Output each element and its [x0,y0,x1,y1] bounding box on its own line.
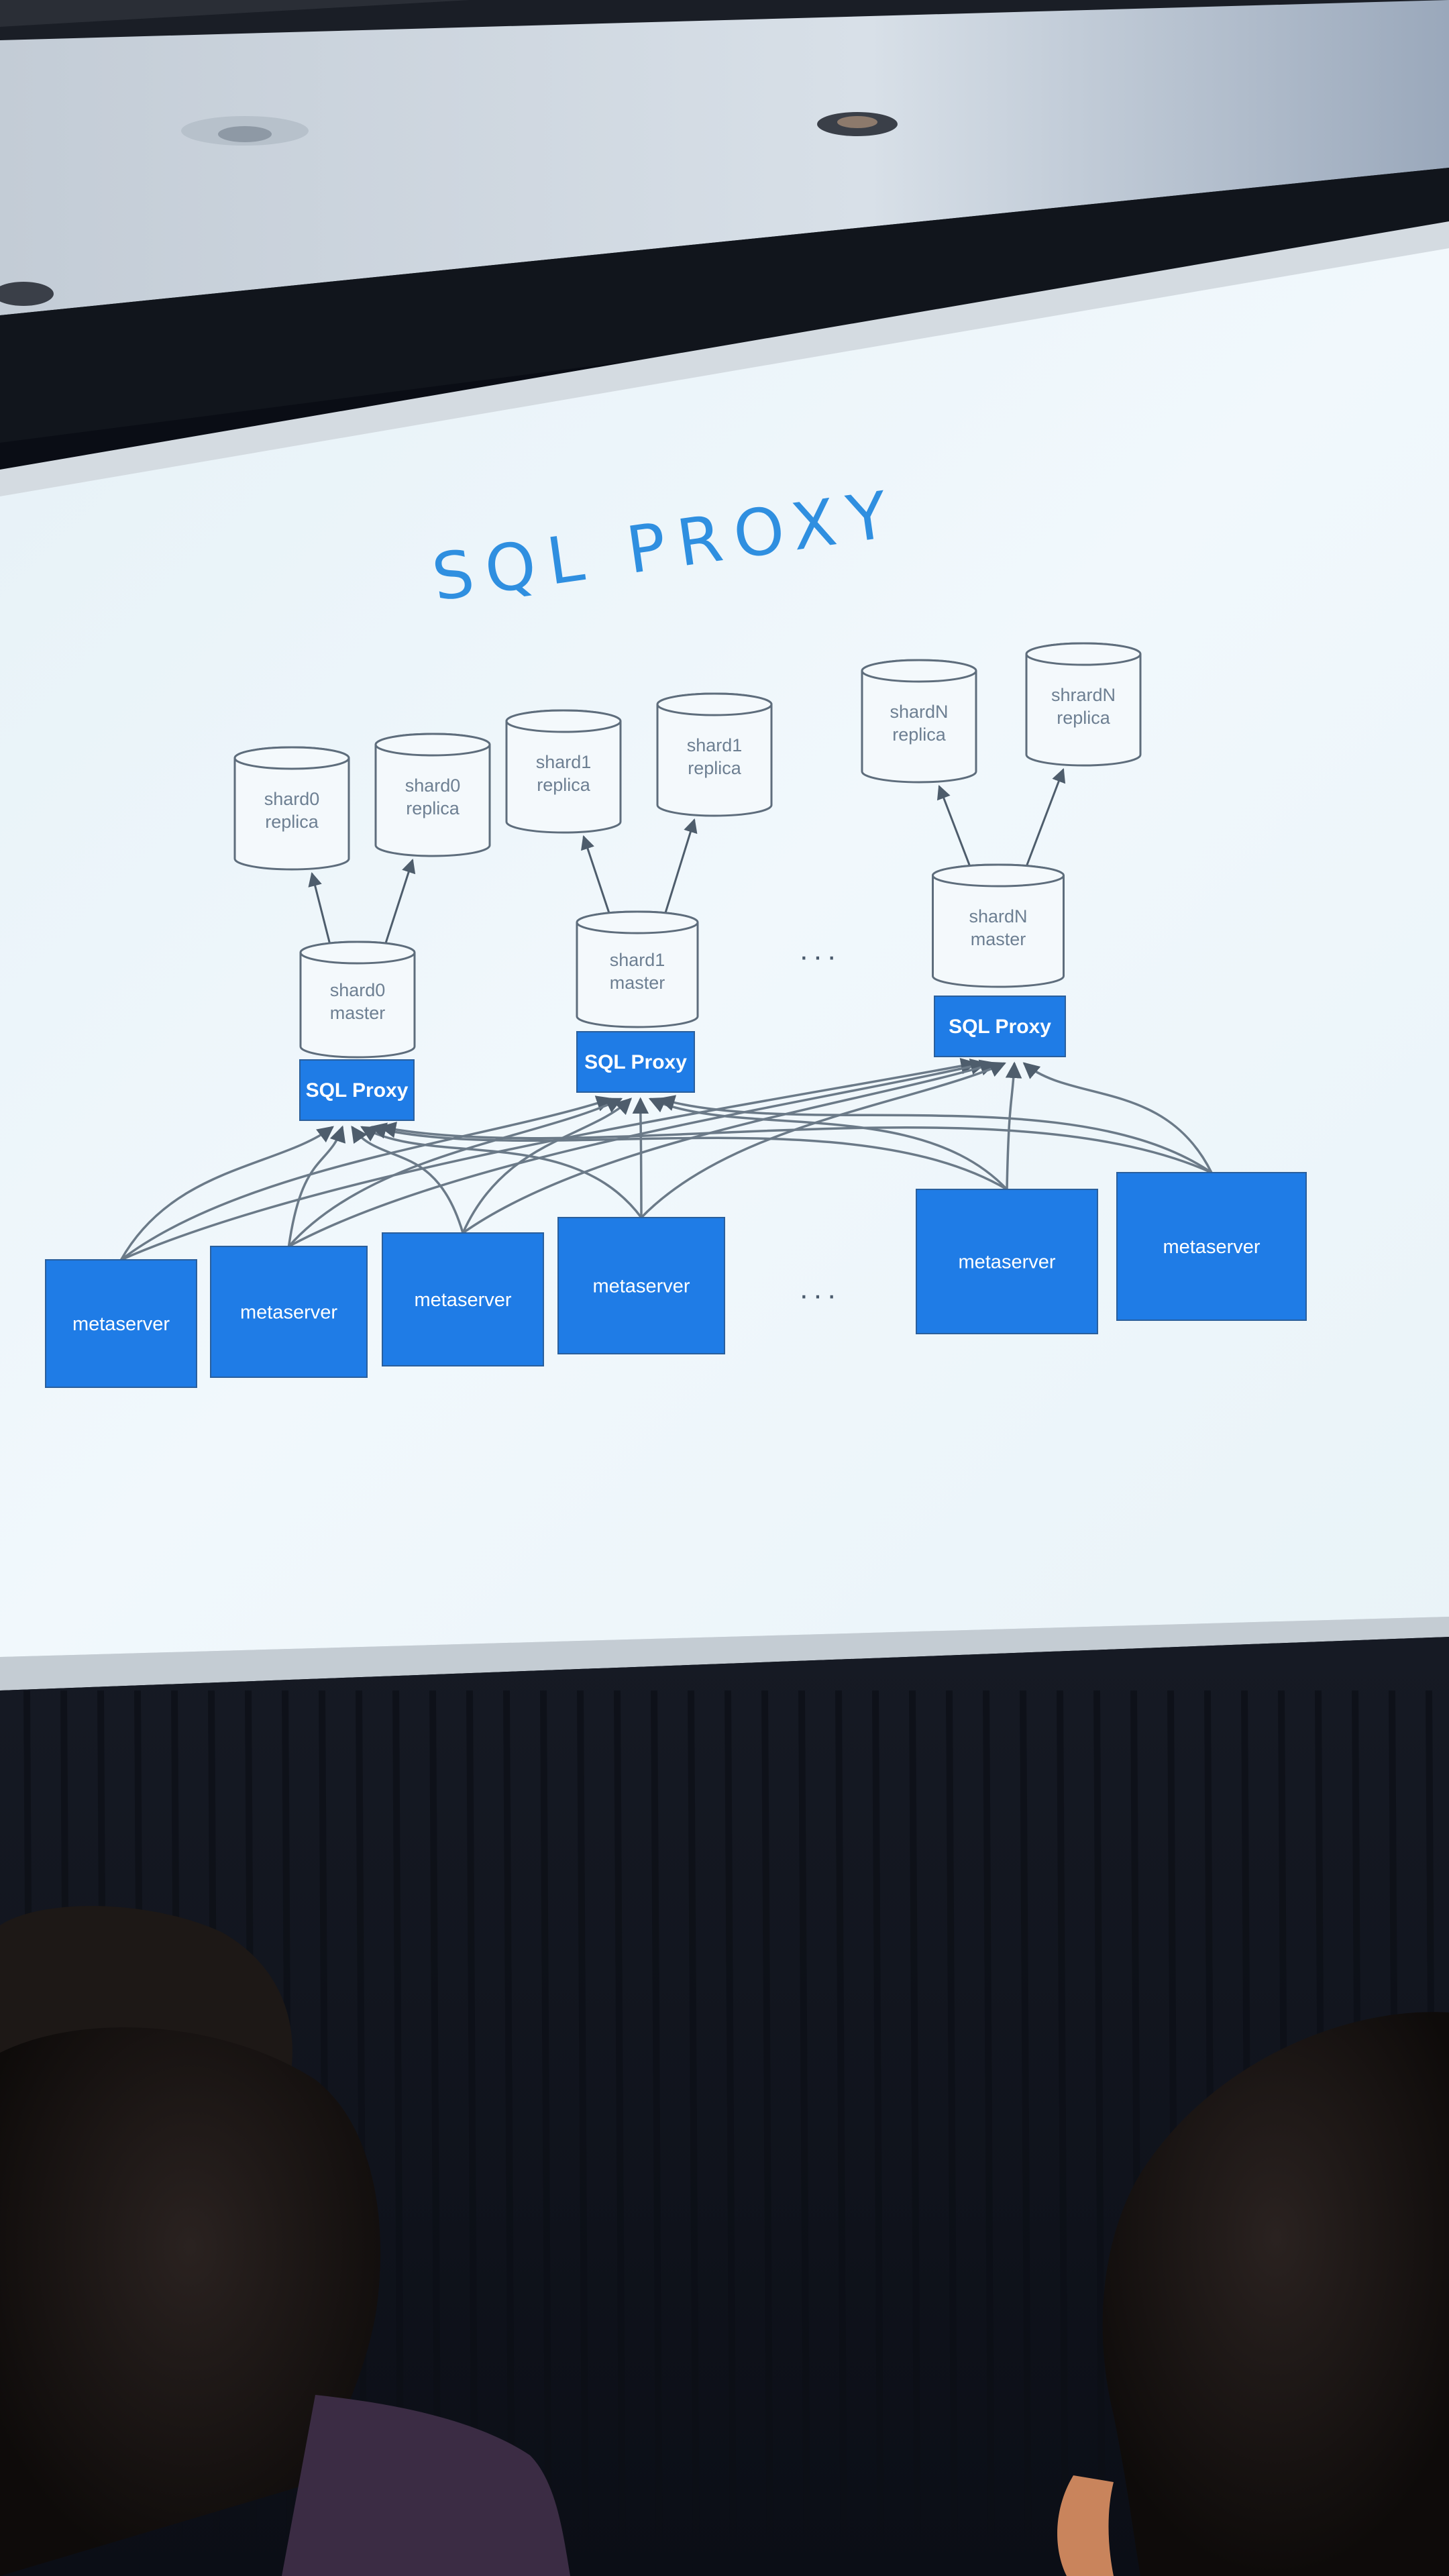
connection-lines [119,1058,1213,1261]
metaserver-proxy-link [1005,1061,1022,1190]
metaserver-proxy-link [648,1097,1008,1191]
metaserver-proxy-link [462,1097,633,1234]
metaserver-2: metaserver [382,1232,544,1366]
metaserver-proxy-link [360,1126,643,1219]
metaserver-5: metaserver [1116,1172,1307,1321]
metaserver-proxy-link [119,1126,334,1260]
curtain-fold [688,1690,700,2576]
ellipsis-shards: ··· [799,940,841,973]
metaserver-1-label: metaserver [240,1302,337,1324]
metaserver-0-label: metaserver [72,1313,170,1335]
replication-arrow-0-1 [383,859,416,948]
curtain-fold [577,1690,589,2576]
ceiling-light-fixture [0,282,54,306]
ellipsis-metaservers: ··· [799,1279,841,1311]
metaserver-proxy-link [462,1059,997,1234]
metaserver-proxy-link [640,1061,1006,1219]
metaserver-proxy-link [658,1095,1212,1174]
metaserver-4: metaserver [916,1189,1098,1334]
audience-ear [1057,2475,1114,2576]
replication-arrow-1-1 [663,818,698,918]
metaserver-proxy-link [120,1095,613,1261]
curtain-fold [872,1690,884,2576]
metaserver-0: metaserver [45,1259,197,1388]
sql-proxy-0: SQL Proxy [299,1059,415,1121]
curtain-fold [724,1690,737,2576]
curtain-fold [761,1690,773,2576]
audience-head-right [1102,2012,1449,2576]
curtain-fold [614,1690,626,2576]
sql-proxy-2-label: SQL Proxy [949,1016,1051,1038]
curtain-fold [983,1690,995,2576]
curtain-fold [651,1690,663,2576]
curtain-fold [1057,1690,1069,2576]
metaserver-5-label: metaserver [1163,1236,1260,1258]
curtain-fold [946,1690,958,2576]
audience-shoulder [282,2395,570,2576]
sql-proxy-0-label: SQL Proxy [306,1079,409,1102]
metaserver-3: metaserver [557,1217,725,1354]
sql-proxy-1: SQL Proxy [576,1031,695,1093]
metaserver-proxy-link [287,1125,346,1247]
curtain-fold [909,1690,921,2576]
metaserver-proxy-link [379,1122,1212,1174]
metaserver-2-label: metaserver [414,1289,511,1311]
projection-screen [0,221,1449,1690]
sql-proxy-2: SQL Proxy [934,996,1066,1057]
metaserver-3-label: metaserver [592,1276,690,1297]
curtain-fold [503,1690,515,2576]
metaserver-proxy-link [288,1097,623,1248]
metaserver-proxy-link [1022,1062,1213,1173]
replication-arrow-0-0 [308,871,332,948]
replication-arrow-2-1 [1024,768,1066,871]
sql-proxy-1-label: SQL Proxy [584,1051,687,1073]
replication-arrow-1-0 [581,835,612,918]
audience-head-left-front [0,2027,381,2576]
ceiling [0,0,1449,443]
curtain-fold [1020,1690,1032,2576]
metaserver-4-label: metaserver [958,1252,1055,1273]
curtain-fold [835,1690,847,2576]
audience [0,1906,1449,2576]
metaserver-proxy-link [370,1122,1008,1191]
metaserver-proxy-link [288,1059,987,1248]
metaserver-1: metaserver [210,1246,368,1378]
curtain-fold [540,1690,552,2576]
curtain-fold [1093,1690,1106,2576]
replication-arrow-2-0 [936,785,973,871]
curtain-fold [798,1690,810,2576]
